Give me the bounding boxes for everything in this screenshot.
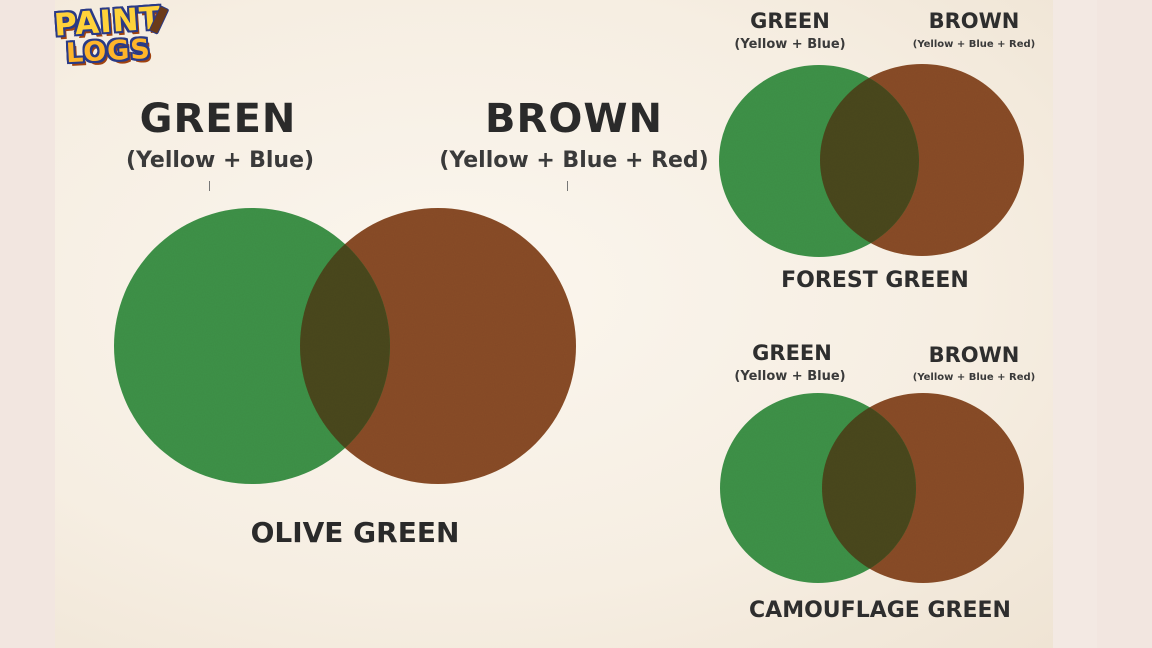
main-right-tick [567,181,568,191]
left-margin [0,0,55,648]
forest-green-label: FOREST GREEN [781,268,969,293]
br-right-subtitle: (Yellow + Blue + Red) [912,372,1036,383]
main-left-tick [209,181,210,191]
tr-left-title: GREEN [750,9,830,33]
tr-left-subtitle: (Yellow + Blue) [734,37,846,52]
forest-green-venn [719,64,1024,257]
tr-right-title: BROWN [928,9,1020,33]
br-left-subtitle: (Yellow + Blue) [734,369,846,384]
paint-logs-logo: PAINT LOGS [48,0,178,72]
br-left-title: GREEN [752,341,832,365]
br-right-title: BROWN [928,343,1020,367]
overlap-region [820,65,919,256]
main-right-title: BROWN [485,96,663,142]
main-left-title: GREEN [139,96,297,142]
main-right-subtitle: (Yellow + Blue + Red) [439,148,709,173]
camouflage-green-venn [720,393,1024,583]
olive-green-venn [114,208,576,484]
overlap-region [822,393,916,583]
overlap-region [300,208,390,484]
tr-right-subtitle: (Yellow + Blue + Red) [912,39,1036,50]
logo-text-logs: LOGS [65,33,152,70]
olive-green-label: OLIVE GREEN [250,516,460,549]
main-left-subtitle: (Yellow + Blue) [125,148,315,173]
camouflage-green-label: CAMOUFLAGE GREEN [749,598,1011,623]
right-margin [1097,0,1152,648]
